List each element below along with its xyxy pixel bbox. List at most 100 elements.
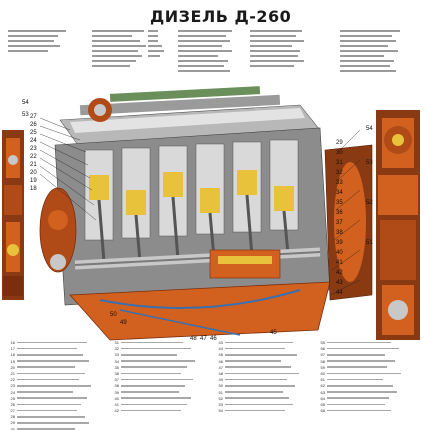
legend-row: 27 [6,408,106,413]
legend-row: 63 [316,390,416,395]
legend-col-2: 31 32 33 34 35 36 37 38 39 40 41 42 [110,340,210,414]
callout-left-54: 54 [22,100,29,106]
callout-38: 38 [336,230,343,236]
legend-row: 33 [110,352,210,357]
spec-block-left [8,30,70,55]
engine-cutaway-main [39,86,373,341]
legend-row: 41 [110,402,210,407]
legend-row: 55 [316,340,416,345]
legend-row: 56 [316,346,416,351]
callout-18: 18 [30,186,37,192]
callout-33: 33 [336,180,343,186]
legend-row: 24 [6,390,106,395]
legend-row: 18 [6,352,106,357]
legend-row: 59 [316,365,416,370]
callout-36: 36 [336,210,343,216]
callout-34: 34 [336,190,343,196]
legend-row: 54 [214,408,314,413]
callout-right-52: 52 [366,200,373,206]
callout-left-53: 53 [22,112,29,118]
callout-22: 22 [30,154,37,160]
legend-row: 52 [214,396,314,401]
legend-row: 60 [316,371,416,376]
legend-row: 66 [316,408,416,413]
callout-47: 47 [200,336,207,342]
legend-row: 22 [6,377,106,382]
callout-30: 30 [336,150,343,156]
callout-21: 21 [30,162,37,168]
spec-block-oil [340,30,406,75]
callout-19: 19 [30,178,37,184]
legend-row: 46 [214,359,314,364]
pistons [89,170,294,215]
legend-row: 43 [214,340,314,345]
legend-col-4: 55 56 57 58 59 60 61 62 63 64 65 66 [316,340,416,414]
legend-row: 28 [6,414,106,419]
legend-row: 35 [110,365,210,370]
legend-row: 25 [6,396,106,401]
legend-row: 20 [6,365,106,370]
callout-right-51: 51 [366,240,373,246]
callout-29: 29 [336,140,343,146]
leader-lines [39,117,361,296]
legend-row: 17 [6,346,106,351]
callout-20: 20 [30,170,37,176]
engine-side-view-left [2,130,24,300]
legend-row: 40 [110,396,210,401]
callout-24: 24 [30,138,37,144]
callout-23: 23 [30,146,37,152]
legend-row: 39 [110,390,210,395]
legend-row: 44 [214,346,314,351]
callout-50: 50 [110,312,117,318]
legend-row: 42 [110,408,210,413]
legend-row: 21 [6,371,106,376]
legend-row: 50 [214,383,314,388]
callout-27: 27 [30,114,37,120]
legend-row: 49 [214,377,314,382]
callout-right-54: 54 [366,126,373,132]
callout-46: 46 [210,336,217,342]
legend-row: 19 [6,359,106,364]
legend-row: 30 [6,427,106,430]
spec-block-fuel [250,30,308,70]
legend-row: 48 [214,371,314,376]
legend-row: 62 [316,383,416,388]
legend-row: 32 [110,346,210,351]
legend-row: 47 [214,365,314,370]
legend-col-3: 43 44 45 46 47 48 49 50 51 52 53 54 [214,340,314,414]
callout-40: 40 [336,250,343,256]
legend-row: 57 [316,352,416,357]
connecting-rods [97,194,290,263]
callout-49: 49 [120,320,127,326]
callout-25: 25 [30,130,37,136]
legend-row: 38 [110,383,210,388]
legend-row: 65 [316,402,416,407]
callout-39: 39 [336,240,343,246]
callout-48: 48 [190,336,197,342]
legend-row: 23 [6,383,106,388]
callout-41: 41 [336,260,343,266]
legend-row: 34 [110,359,210,364]
spec-block-values [148,30,168,60]
legend-row: 16 [6,340,106,345]
legend-row: 51 [214,390,314,395]
callout-26: 26 [30,122,37,128]
callout-43: 43 [336,280,343,286]
poster-title: ДИЗЕЛЬ Д-260 [150,7,292,26]
callout-35: 35 [336,200,343,206]
legend-row: 37 [110,377,210,382]
callout-44: 44 [336,290,343,296]
legend-row: 45 [214,352,314,357]
engine-side-view-right [376,110,420,340]
legend-row: 58 [316,359,416,364]
legend-row: 36 [110,371,210,376]
legend-col-1: 16 17 18 19 20 21 22 23 24 25 26 27 28 2… [6,340,106,430]
callout-31: 31 [336,160,343,166]
spec-block-torque [178,30,236,75]
legend-row: 61 [316,377,416,382]
callout-37: 37 [336,220,343,226]
callout-right-53: 53 [366,160,373,166]
legend-row: 29 [6,420,106,425]
legend-row: 31 [110,340,210,345]
